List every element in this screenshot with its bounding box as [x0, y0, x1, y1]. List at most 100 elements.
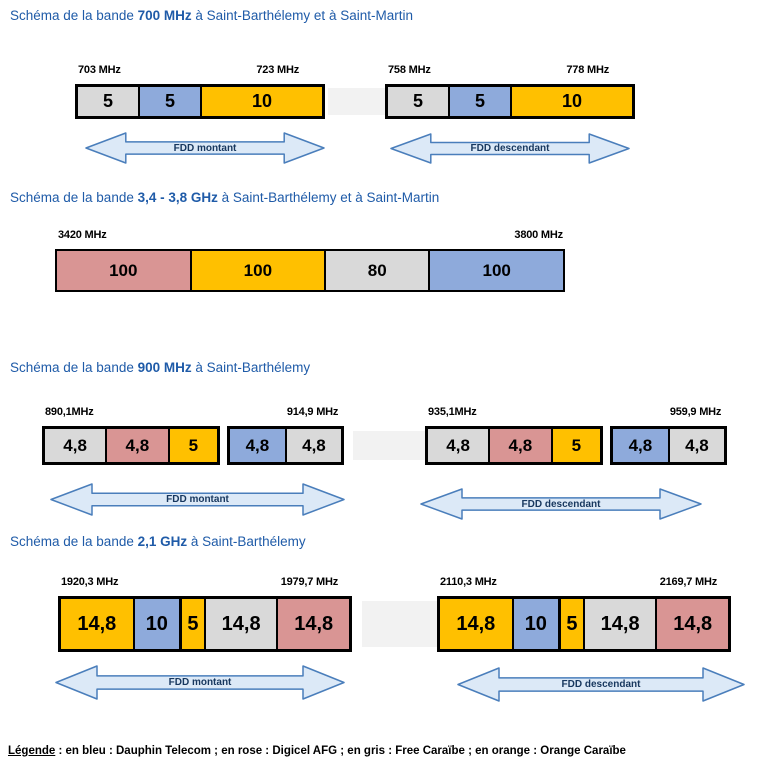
freq-label-start: 1920,3 MHz [61, 576, 119, 588]
band-segment-bleu: 4,8 [613, 429, 668, 462]
freq-label-end: 959,9 MHz [669, 406, 722, 418]
title-suffix: à Saint-Barthélemy et à Saint-Martin [191, 8, 413, 23]
fdd-arrow-shape [50, 483, 345, 516]
fdd-montant-arrow: FDD montant [85, 131, 325, 165]
title-prefix: Schéma de la bande [10, 534, 138, 549]
fdd-arrow-shape [55, 665, 345, 700]
title-suffix: à Saint-Barthélemy et à Saint-Martin [217, 190, 440, 205]
freq-label-end: 3800 MHz [514, 229, 563, 241]
title-prefix: Schéma de la bande [10, 190, 138, 205]
band-segment-orange: 5 [550, 429, 601, 462]
band-segment-bleu: 10 [132, 599, 179, 649]
band-segment-gris: 4,8 [45, 429, 106, 462]
freq-label-end: 2169,7 MHz [659, 576, 718, 588]
fdd-arrow-label: FDD montant [166, 494, 229, 505]
freq-label-start: 703 MHz [78, 64, 121, 76]
legend-text: : en bleu : Dauphin Telecom ; en rose : … [55, 745, 626, 757]
freq-label-end: 723 MHz [256, 64, 299, 76]
section-title-2100mhz: Schéma de la bande 2,1 GHz à Saint-Barth… [10, 534, 306, 549]
band-box-gap [603, 426, 611, 465]
band-gap-connector [353, 431, 428, 460]
band-segment-orange: 14,8 [61, 599, 133, 649]
band-segment-gris: 14,8 [203, 599, 277, 649]
section-title-3400mhz: Schéma de la bande 3,4 - 3,8 GHz à Saint… [10, 190, 439, 205]
title-prefix: Schéma de la bande [10, 360, 138, 375]
title-suffix: à Saint-Barthélemy [187, 534, 306, 549]
freq-label-start: 758 MHz [388, 64, 431, 76]
fdd-arrow-shape [390, 133, 630, 164]
fdd-arrow-label: FDD descendant [561, 679, 641, 690]
band-segment-bleu: 100 [428, 251, 563, 290]
title-band: 900 MHz [137, 360, 192, 375]
band-segment-orange: 5 [561, 599, 583, 649]
fdd-descendant-arrow: FDD descendant [390, 132, 630, 165]
legend: Légende : en bleu : Dauphin Telecom ; en… [8, 745, 626, 757]
band-segment-gris: 80 [324, 251, 429, 290]
band-segment-gris: 14,8 [582, 599, 656, 649]
freq-label-end: 914,9 MHz [286, 406, 339, 418]
fdd-arrow-shape [85, 132, 325, 164]
band-segment-rose: 14,8 [655, 599, 728, 649]
band-segment-orange: 100 [189, 251, 325, 290]
freq-label-end: 1979,7 MHz [280, 576, 339, 588]
fdd-arrow-shape [457, 667, 745, 702]
freq-label-end: 778 MHz [566, 64, 609, 76]
band-segment-gris: 4,8 [428, 429, 489, 462]
fdd-arrow-label: FDD montant [173, 142, 237, 154]
fdd-montant-arrow: FDD montant [55, 664, 345, 701]
band-segment-bleu: 5 [448, 87, 510, 116]
band-box-gap [220, 426, 228, 465]
fdd-arrow-shape [420, 488, 702, 520]
band-segment-gris: 4,8 [284, 429, 342, 462]
title-band: 2,1 GHz [137, 534, 188, 549]
band-segment-bleu: 4,8 [230, 429, 285, 462]
band-segment-gris: 5 [78, 87, 138, 116]
fdd-descendant-arrow: FDD descendant [457, 666, 745, 703]
band-segment-bleu: 5 [138, 87, 200, 116]
section-title-900mhz: Schéma de la bande 900 MHz à Saint-Barth… [10, 360, 310, 375]
band-segment-rose: 4,8 [105, 429, 168, 462]
band-segment-gris: 4,8 [667, 429, 725, 462]
title-band: 700 MHz [137, 8, 192, 23]
band-segment-gris: 5 [388, 87, 448, 116]
legend-word: Légende [8, 745, 56, 757]
band-segment-bleu: 10 [511, 599, 558, 649]
band-segment-orange: 14,8 [440, 599, 512, 649]
band-segment-orange: 5 [182, 599, 204, 649]
fdd-arrow-label: FDD descendant [521, 498, 601, 510]
title-band: 3,4 - 3,8 GHz [137, 190, 218, 205]
fdd-montant-arrow: FDD montant [50, 482, 345, 517]
title-suffix: à Saint-Barthélemy [191, 360, 311, 375]
band-segment-orange: 10 [510, 87, 632, 116]
fdd-descendant-arrow: FDD descendant [420, 487, 702, 521]
title-prefix: Schéma de la bande [10, 8, 138, 23]
band-segment-rose: 14,8 [276, 599, 349, 649]
fdd-arrow-label: FDD montant [168, 677, 232, 688]
band-segment-orange: 10 [200, 87, 322, 116]
section-title-700mhz: Schéma de la bande 700 MHz à Saint-Barth… [10, 8, 413, 23]
